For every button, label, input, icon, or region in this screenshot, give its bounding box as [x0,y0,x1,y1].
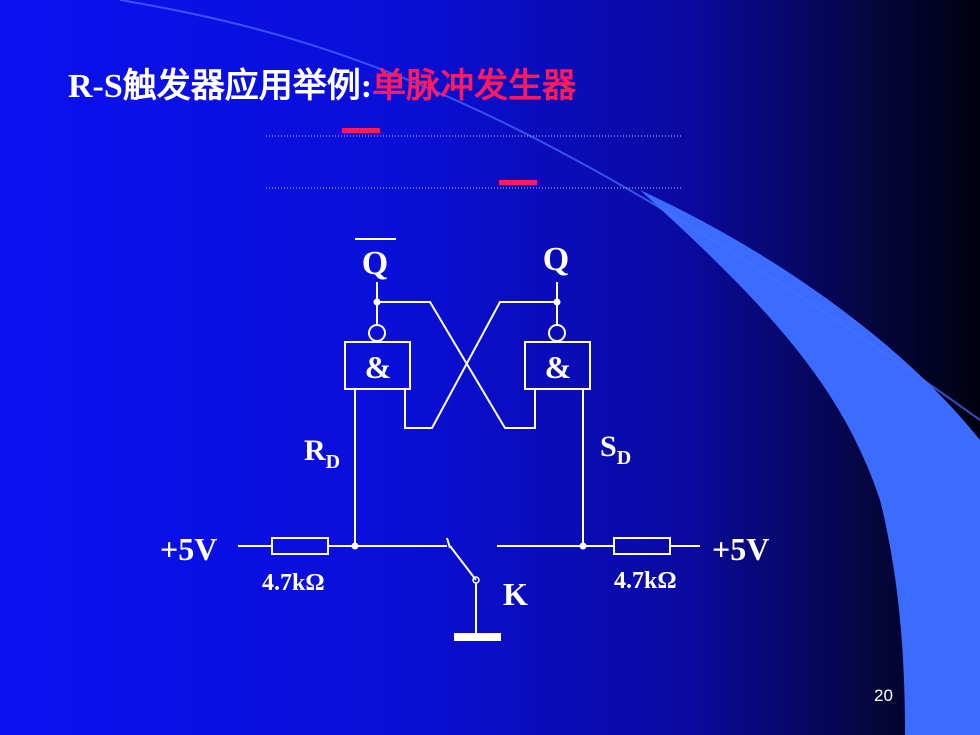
background-arc [119,0,980,421]
rd-letter: R [304,434,326,467]
supply-left-label: +5V [160,531,217,567]
input-sd-label: SD [600,430,631,469]
output-q-label: Q [543,241,569,278]
resistor-left [271,537,329,555]
nand-gate-right [524,341,591,390]
inversion-bubble-right [548,324,566,342]
resistor-right-label: 4.7kΩ [614,568,677,594]
slide-title: R-S触发器应用举例:单脉冲发生器 [68,58,576,107]
rd-subscript: D [326,451,340,473]
switch-label: K [503,576,528,612]
input-rd-label: RD [304,434,340,473]
gate-right-symbol: & [545,349,572,385]
sd-subscript: D [617,447,631,469]
accent-bar-top [342,128,380,133]
gate-left-symbol: & [365,349,392,385]
title-highlight: 单脉冲发生器 [372,68,577,105]
nand-gate-left [344,341,411,390]
inversion-bubble-left [368,324,386,342]
sd-letter: S [600,430,617,463]
resistor-left-label: 4.7kΩ [262,570,325,596]
feedback-wire-qbar [377,301,536,429]
switch-blade [449,545,477,581]
accent-bar-bottom [499,180,537,185]
page-number: 20 [874,686,893,705]
output-qbar-label: Q [362,245,388,282]
supply-right-label: +5V [712,531,769,567]
background-swoosh [640,190,980,735]
ground-bar [454,633,501,641]
title-prefix: R-S触发器应用举例: [68,68,373,105]
feedback-wire-q [404,301,557,429]
resistor-right [613,537,671,555]
switch-left-tick [446,537,451,549]
